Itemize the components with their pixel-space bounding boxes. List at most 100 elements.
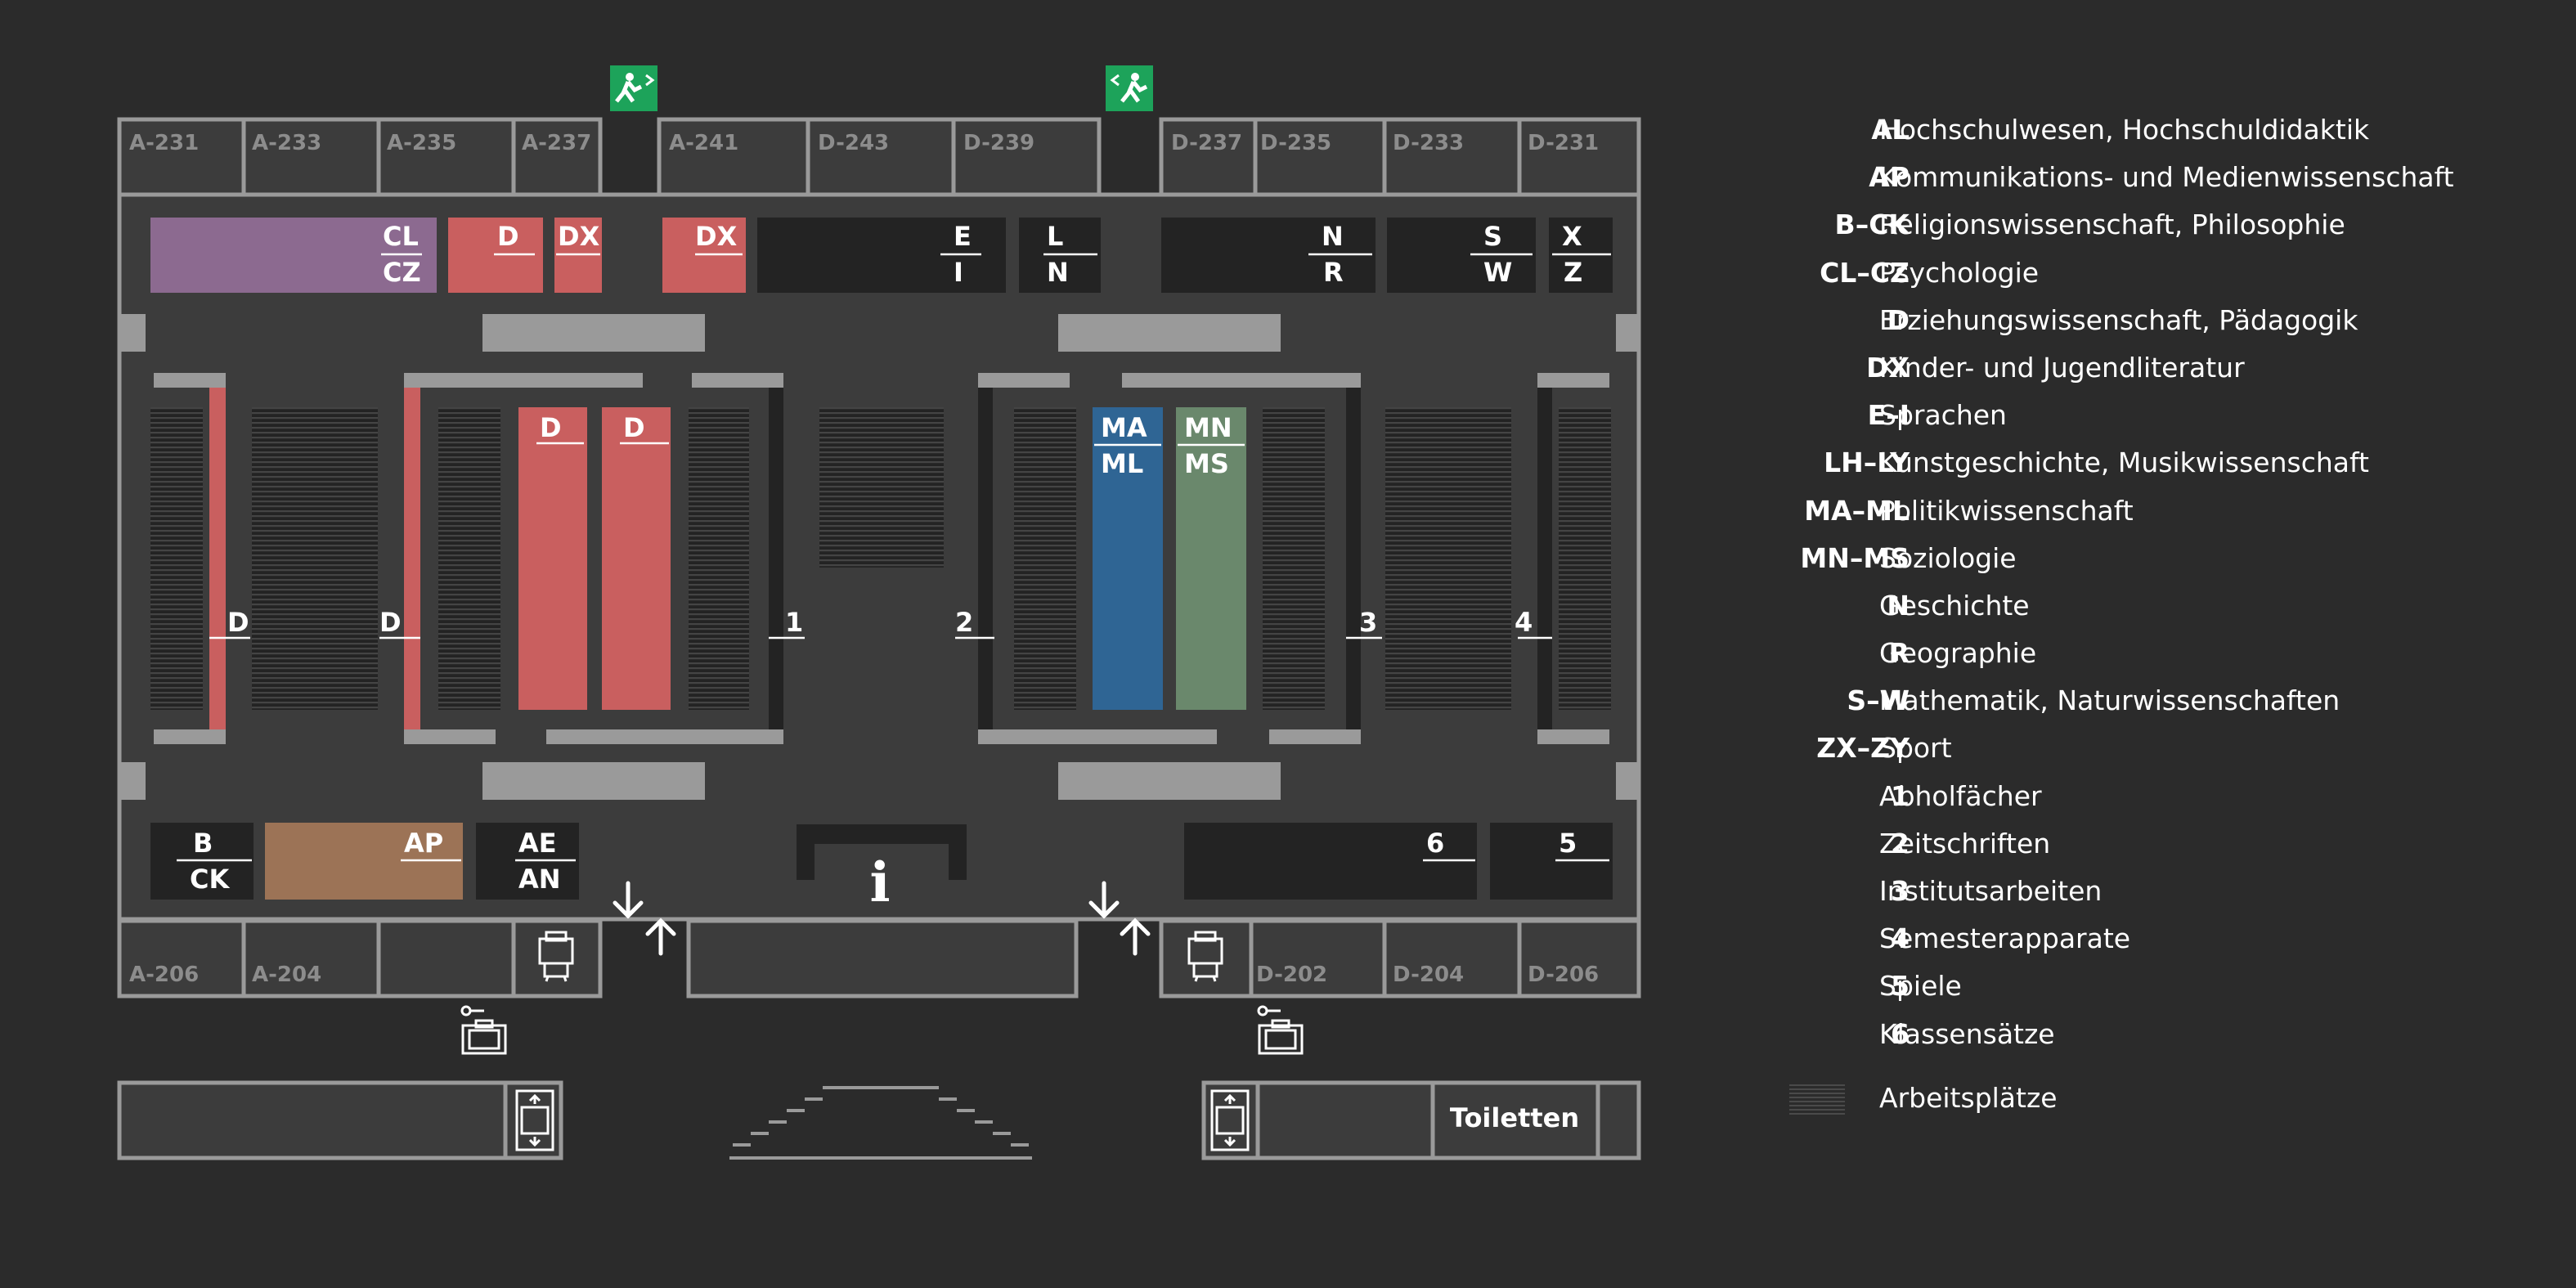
room-label: A-233 xyxy=(252,131,321,155)
shelf-label: D xyxy=(379,607,402,638)
lower-right-rooms xyxy=(1201,1080,1641,1160)
legend-label: Politikwissenschaft xyxy=(1879,494,2134,527)
shelf-label: CZ xyxy=(383,257,421,288)
elevator-icon xyxy=(1210,1089,1250,1151)
legend-label: Institutsarbeiten xyxy=(1879,875,2103,907)
legend-code: 2 xyxy=(1891,827,1910,859)
legend-code: 3 xyxy=(1891,875,1910,907)
shelf-label: AN xyxy=(518,864,561,895)
room-label: D-202 xyxy=(1256,963,1327,987)
shelf-label: MA xyxy=(1101,412,1147,443)
shelf-label: B xyxy=(193,828,213,859)
room-label: D-233 xyxy=(1393,131,1464,155)
room-label: D-206 xyxy=(1528,963,1599,987)
room-label: D-231 xyxy=(1528,131,1599,155)
room-label: A-231 xyxy=(129,131,199,155)
legend-code: ZX–ZY xyxy=(1816,732,1910,765)
emergency-exit-icon xyxy=(1106,65,1153,111)
legend-label: Kinder- und Jugendliteratur xyxy=(1879,351,2245,384)
legend-label: Kunstgeschichte, Musikwissenschaft xyxy=(1879,447,2369,479)
light-block xyxy=(482,314,705,352)
shelf-label: S xyxy=(1483,221,1502,252)
shelf-label: D xyxy=(623,412,645,443)
shelf-label: Z xyxy=(1564,257,1582,288)
legend-label: Abholfächer xyxy=(1879,779,2042,812)
shelf-label: N xyxy=(1322,221,1344,252)
legend-label: Hochschulwesen, Hochschuldidaktik xyxy=(1879,114,2370,146)
legend-label: Religionswissenschaft, Philosophie xyxy=(1879,209,2345,241)
room-label: D-235 xyxy=(1260,131,1331,155)
workspace-swatch xyxy=(1789,1084,1845,1115)
shelf-label: N xyxy=(1047,257,1069,288)
shelf-label: E xyxy=(954,221,972,252)
legend-code: N xyxy=(1887,589,1910,622)
shelf-label: AE xyxy=(518,828,557,859)
emergency-exit-icon xyxy=(610,65,657,111)
legend-label: Psychologie xyxy=(1879,256,2040,289)
shelf-label: AP xyxy=(404,828,443,859)
shelf-label: 3 xyxy=(1359,607,1377,638)
shelf-label: 4 xyxy=(1515,607,1533,638)
workspace-area xyxy=(150,407,1611,710)
bottom-rooms xyxy=(117,918,1641,999)
shelf-label: 1 xyxy=(785,607,803,638)
legend-label: Soziologie xyxy=(1879,541,2017,574)
info-desk[interactable]: i xyxy=(797,824,967,914)
legend-code: MN–MS xyxy=(1800,541,1910,574)
legend-label: Geographie xyxy=(1879,637,2037,670)
shelf-label: MS xyxy=(1184,448,1229,479)
printer-icon xyxy=(538,931,574,982)
locker-icon xyxy=(1257,1005,1304,1055)
room-label: D-237 xyxy=(1171,131,1242,155)
legend-code: LH–LY xyxy=(1824,447,1910,479)
staircase xyxy=(729,1086,1032,1160)
shelf-label: L xyxy=(1047,221,1063,252)
legend-label: Mathematik, Naturwissenschaften xyxy=(1879,684,2340,717)
legend-code: B–CK xyxy=(1834,209,1910,241)
legend-code: E–I xyxy=(1867,399,1910,432)
room-label: A-235 xyxy=(387,131,456,155)
legend-code: 1 xyxy=(1891,779,1910,812)
shelf-label: D xyxy=(540,412,562,443)
legend-label: Sprachen xyxy=(1879,399,2007,432)
shelf-label: 5 xyxy=(1559,828,1577,859)
info-icon: i xyxy=(869,850,890,914)
shelf-label: 6 xyxy=(1426,828,1444,859)
shelf-label: R xyxy=(1323,257,1344,288)
legend-code: AL xyxy=(1871,114,1910,146)
legend-code: MA–ML xyxy=(1804,494,1910,527)
shelf-label: ML xyxy=(1101,448,1143,479)
legend-label: Zeitschriften xyxy=(1879,827,2051,859)
legend-code: S–W xyxy=(1847,684,1910,717)
entrance-arrow-icon xyxy=(613,881,1151,956)
legend-code: AP xyxy=(1869,161,1910,194)
legend-label: Sport xyxy=(1879,732,1952,765)
light-block xyxy=(1058,762,1281,800)
legend-label: Erziehungswissenschaft, Pädagogik xyxy=(1879,303,2358,336)
legend-code: R xyxy=(1888,637,1910,670)
room-label: D-243 xyxy=(818,131,889,155)
room-label: A-241 xyxy=(669,131,738,155)
legend-label: Arbeitsplätze xyxy=(1879,1081,2058,1114)
legend-code: 4 xyxy=(1891,922,1910,955)
shelf-label: X xyxy=(1562,221,1582,252)
room-label: D-239 xyxy=(963,131,1034,155)
shelf-label: MN xyxy=(1184,412,1232,443)
room-label: D-204 xyxy=(1393,963,1464,987)
legend-label: Klassensätze xyxy=(1879,1017,2055,1050)
shelf-label: DX xyxy=(558,221,600,252)
locker-icon xyxy=(460,1005,507,1055)
shelf-label: D xyxy=(227,607,249,638)
room-label: A-204 xyxy=(252,963,321,987)
room-label: A-237 xyxy=(522,131,591,155)
